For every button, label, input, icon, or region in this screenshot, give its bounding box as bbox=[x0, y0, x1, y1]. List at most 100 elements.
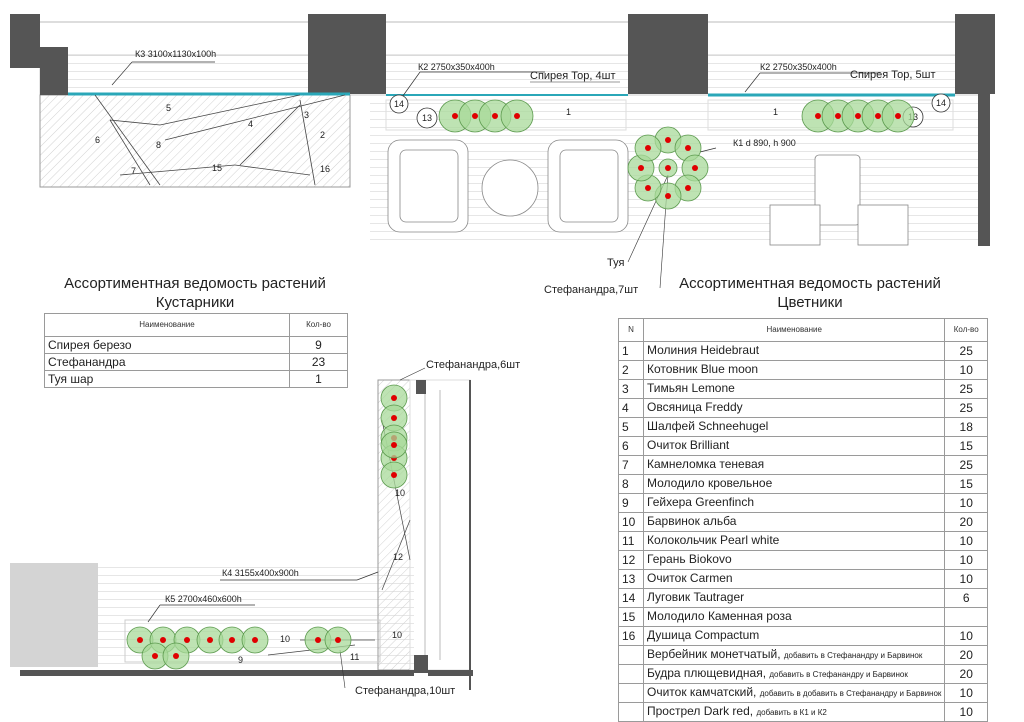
plant-qty: 10 bbox=[944, 626, 988, 646]
plant-qty: 9 bbox=[289, 336, 348, 354]
svg-text:13: 13 bbox=[422, 113, 432, 123]
shrub-center-dot bbox=[645, 185, 651, 191]
plant-number: 3 bbox=[618, 379, 644, 399]
plant-qty: 10 bbox=[944, 531, 988, 551]
k5-bed-numbers: 10 9 11 bbox=[238, 634, 359, 665]
shrub-center-dot bbox=[875, 113, 881, 119]
plant-name: Очиток Carmen bbox=[642, 569, 946, 589]
plant-name: Очиток Brilliant bbox=[642, 436, 946, 456]
flowers-title: Ассортиментная ведомость растений Цветни… bbox=[660, 274, 960, 312]
svg-text:10: 10 bbox=[392, 630, 402, 640]
plant-name-text: Вербейник монетчатый, bbox=[647, 647, 781, 661]
plant-qty: 15 bbox=[944, 474, 988, 494]
plant-name: Шалфей Schneehugel bbox=[642, 417, 946, 437]
shrub-center-dot bbox=[160, 637, 166, 643]
plant-name-text: Молодило кровельное bbox=[647, 476, 773, 490]
shrub-center-dot bbox=[137, 637, 143, 643]
plant-name-text: Колокольчик Pearl white bbox=[647, 533, 780, 547]
shrub-center-dot bbox=[685, 185, 691, 191]
plant-number: 8 bbox=[618, 474, 644, 494]
shrub-center-dot bbox=[229, 637, 235, 643]
shrub-center-dot bbox=[645, 145, 651, 151]
plant-name: Очиток камчатский, добавить в добавить в… bbox=[642, 683, 946, 703]
plant-number bbox=[618, 645, 644, 665]
k3-label: К3 3100х1130х100h bbox=[135, 49, 216, 59]
shrub-center-dot bbox=[685, 145, 691, 151]
k2-right-label: К2 2750х350х400h bbox=[760, 62, 837, 72]
top-plan: 5 4 3 2 6 8 7 15 16 К3 3100х1130х100h К2… bbox=[10, 14, 995, 296]
plant-qty: 20 bbox=[944, 664, 988, 684]
plant-qty: 10 bbox=[944, 569, 988, 589]
svg-text:14: 14 bbox=[394, 99, 404, 109]
shrub-center-dot bbox=[638, 165, 644, 171]
column-header: Наименование bbox=[44, 313, 290, 337]
k4-label: К4 3155х400х900h bbox=[222, 568, 299, 578]
plant-number: 2 bbox=[618, 360, 644, 380]
spirea-left-label: Спирея Тор, 4шт bbox=[530, 70, 615, 82]
plant-qty: 10 bbox=[944, 360, 988, 380]
shrub-group-bottom bbox=[126, 384, 408, 670]
stef7-label: Стефанандра,7шт bbox=[544, 284, 638, 296]
shrub-center-dot bbox=[692, 165, 698, 171]
plant-name: Овсяница Freddy bbox=[642, 398, 946, 418]
plant-name: Вербейник монетчатый, добавить в Стефана… bbox=[642, 645, 946, 665]
plant-name-text: Котовник Blue moon bbox=[647, 362, 759, 376]
landscape-plan: 5 4 3 2 6 8 7 15 16 К3 3100х1130х100h К2… bbox=[10, 14, 995, 697]
plant-qty: 10 bbox=[944, 550, 988, 570]
plant-qty: 25 bbox=[944, 379, 988, 399]
shrub-center-dot bbox=[391, 395, 397, 401]
plant-number: 14 bbox=[618, 588, 644, 608]
plant-note: добавить в Стефанандру и Барвинок bbox=[783, 651, 923, 660]
svg-text:15: 15 bbox=[212, 163, 222, 173]
plant-name-text: Очиток Carmen bbox=[647, 571, 733, 585]
plant-name-text: Барвинок альба bbox=[647, 514, 737, 528]
svg-text:8: 8 bbox=[156, 140, 161, 150]
plant-name-text: Очиток камчатский, bbox=[647, 685, 757, 699]
plant-number bbox=[618, 702, 644, 722]
plant-name-text: Молиния Heidebraut bbox=[647, 343, 760, 357]
shrub-center-dot bbox=[152, 653, 158, 659]
plant-number: 11 bbox=[618, 531, 644, 551]
shrub-center-dot bbox=[391, 442, 397, 448]
flowers-title-line1: Ассортиментная ведомость растений bbox=[679, 275, 941, 292]
plant-name: Гейхера Greenfinch bbox=[642, 493, 946, 513]
plant-number: 1 bbox=[618, 341, 644, 361]
plant-name: Барвинок альба bbox=[642, 512, 946, 532]
svg-text:1: 1 bbox=[566, 107, 571, 117]
svg-text:5: 5 bbox=[166, 103, 171, 113]
column bbox=[628, 14, 708, 94]
shrub-group-top bbox=[438, 99, 915, 210]
plant-name-text: Будра плющевидная, bbox=[647, 666, 767, 680]
plant-note: добавить в добавить в Стефанандру и Барв… bbox=[759, 689, 942, 698]
k1-label: К1 d 890, h 900 bbox=[733, 138, 796, 148]
shrub-center-dot bbox=[895, 113, 901, 119]
plant-name: Камнеломка теневая bbox=[642, 455, 946, 475]
plant-name: Котовник Blue moon bbox=[642, 360, 946, 380]
plant-qty bbox=[944, 607, 988, 627]
column bbox=[955, 14, 995, 94]
plant-name-text: Луговик Tautrager bbox=[647, 590, 745, 604]
shrub-center-dot bbox=[207, 637, 213, 643]
wall-block bbox=[10, 14, 40, 68]
svg-text:12: 12 bbox=[393, 552, 403, 562]
bottom-plan: 10 12 10 10 9 11 К4 3155х400х900h К5 270… bbox=[10, 359, 520, 697]
stef6-label: Стефанандра,6шт bbox=[426, 359, 520, 371]
plant-number: 15 bbox=[618, 607, 644, 627]
svg-text:9: 9 bbox=[238, 655, 243, 665]
svg-text:2: 2 bbox=[320, 130, 325, 140]
column-header: Наименование bbox=[642, 318, 946, 342]
shrub-center-dot bbox=[391, 472, 397, 478]
shrub-center-dot bbox=[184, 637, 190, 643]
tuya-label: Туя bbox=[607, 257, 624, 269]
plant-name-text: Камнеломка теневая bbox=[647, 457, 765, 471]
